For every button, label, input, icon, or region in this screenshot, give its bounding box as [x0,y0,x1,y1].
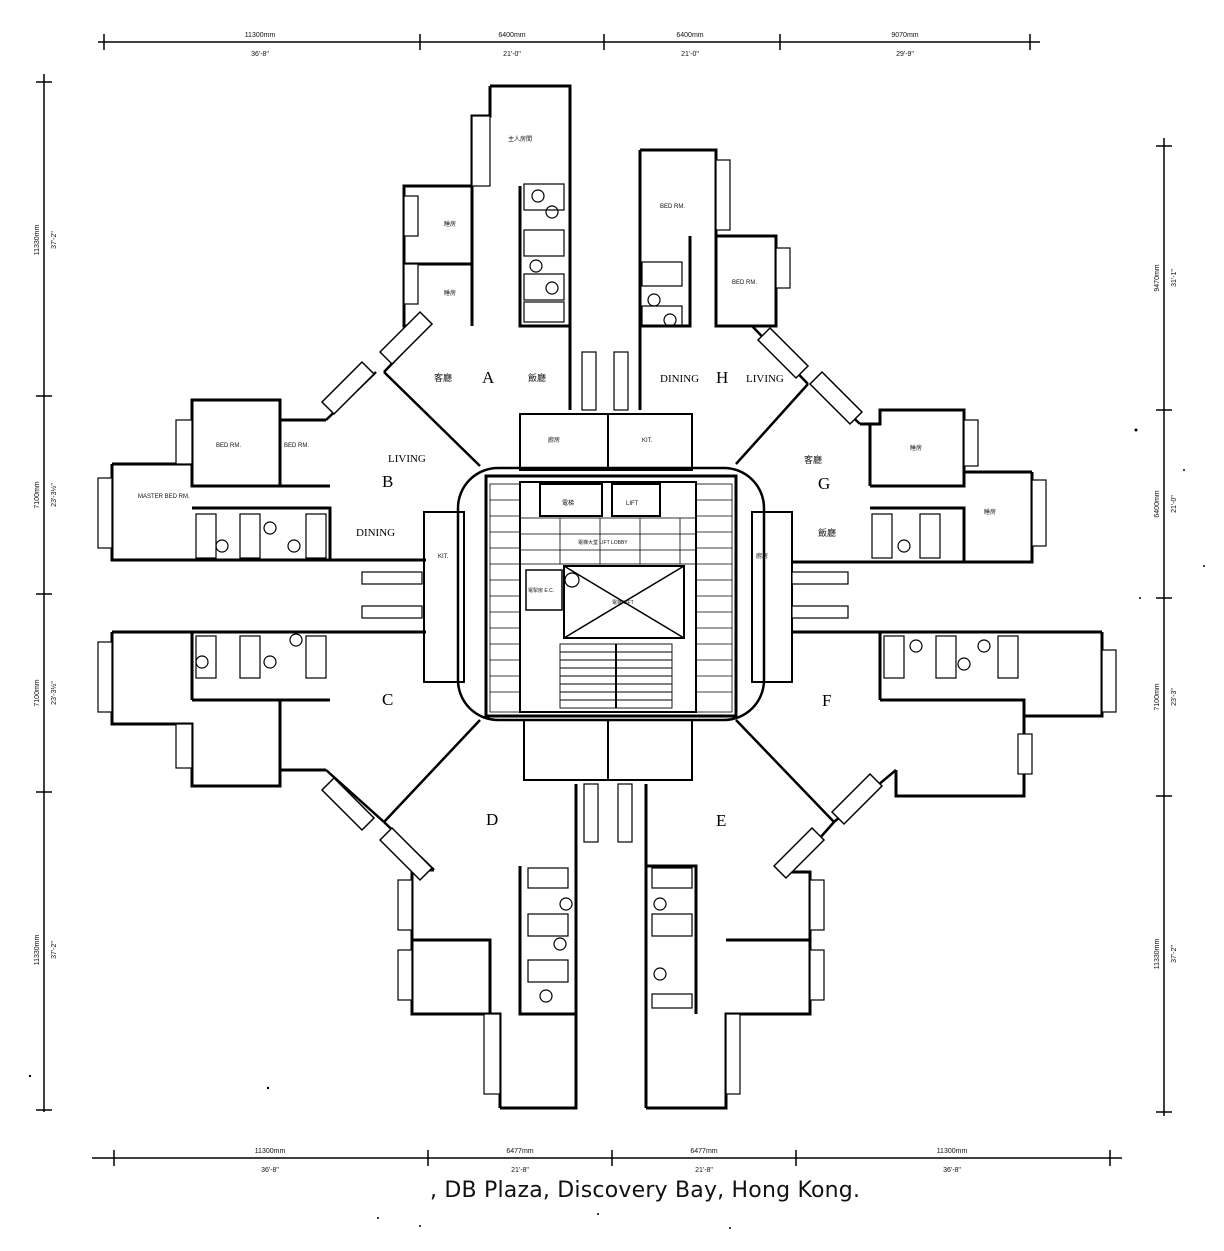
lift-label-1: 電梯 [562,499,574,507]
dim-left-3-mm: 7100mm [34,679,41,706]
room-a-bed-2: 睡房 [444,289,456,297]
room-g-living: 客廳 [804,454,822,465]
dim-right-3-ft: 23'-3" [1171,688,1178,706]
dim-top-2-ft: 21'-0" [503,51,521,58]
room-g-bed-1: 睡房 [910,444,922,452]
dim-left-2-mm: 7100mm [34,481,41,508]
dim-bottom-3-ft: 21'-8" [695,1167,713,1174]
unit-label-e: E [716,811,726,830]
room-a-dining: 飯廳 [528,372,546,383]
dim-left-3-ft: 23'-3½" [50,681,58,705]
dim-top-4-mm: 9070mm [891,32,918,39]
caption-location: , DB Plaza, Discovery Bay, Hong Kong. [430,1178,861,1203]
dim-left-2-ft: 23'-3½" [50,483,58,507]
room-h-living: LIVING [746,373,784,385]
dim-top-3-ft: 21'-0" [681,51,699,58]
dim-right-1-ft: 31'-1" [1171,269,1178,287]
room-a-master-bed: 主人房間 [508,135,532,143]
dim-bottom-1-ft: 36'-8" [261,1167,279,1174]
bay-windows [97,115,1117,1095]
room-a-bed-1: 睡房 [444,220,456,228]
dim-right-2-ft: 21'-0" [1171,495,1178,513]
room-g-dining: 飯廳 [818,527,836,538]
ec-room-label: 電掣房 E.C. [528,587,554,594]
room-h-bed-2: BED RM. [732,280,757,286]
dim-bottom-4-mm: 11300mm [937,1148,968,1155]
light-wells [361,351,849,843]
room-a-kitchen: 廚房 [548,436,560,444]
dim-bottom-2-mm: 6477mm [506,1148,533,1155]
unit-label-a: A [482,368,495,387]
room-a-living: 客廳 [434,372,452,383]
unit-label-f: F [822,691,831,710]
dim-top-1-ft: 36'-8" [251,51,269,58]
dim-bottom-1-mm: 11300mm [255,1148,286,1155]
dim-right-3-mm: 7100mm [1154,683,1161,710]
room-b-living: LIVING [388,453,426,465]
dim-left-1-mm: 11330mm [34,225,41,256]
dim-left-4-ft: 37'-2" [51,941,58,959]
lift-label-2: LIFT [626,501,639,507]
lobby-hatch [489,483,733,713]
dim-bottom-2-ft: 21'-8" [511,1167,529,1174]
dim-top-4-ft: 29'-9" [896,51,914,58]
room-b-dining: DINING [356,527,395,539]
room-h-kitchen: KIT. [642,438,653,444]
unit-label-h: H [716,368,728,387]
room-labels: 主人房間 睡房 睡房 客廳 飯廳 廚房 BED RM. BED RM. DINI… [138,135,996,606]
dimension-texts-left: 11330mm 37'-2" 7100mm 23'-3½" 7100mm 23'… [34,225,58,966]
unit-letters: A H B G C F D E [382,368,831,830]
room-h-bed-1: BED RM. [660,204,685,210]
stairs [559,643,673,709]
room-g-kitchen: 廚房 [756,552,768,560]
unit-label-g: G [818,474,830,493]
unit-label-c: C [382,690,393,709]
dim-top-1-mm: 11300mm [245,32,276,39]
scan-specks [28,428,1205,1229]
dim-top-2-mm: 6400mm [498,32,525,39]
lift-core-label: 電梯 LIFT [612,599,634,606]
dimension-lines [36,34,1172,1166]
dim-left-1-ft: 37'-2" [51,231,58,249]
room-b-bed-1: BED RM. [216,443,241,449]
room-b-bed-2: BED RM. [284,443,309,449]
dim-top-3-mm: 6400mm [676,32,703,39]
dim-right-4-mm: 11330mm [1154,939,1161,970]
dim-right-4-ft: 37'-2" [1171,945,1178,963]
unit-label-d: D [486,810,498,829]
dim-left-4-mm: 11330mm [34,935,41,966]
dimension-texts-bottom: 11300mm 36'-8" 6477mm 21'-8" 6477mm 21'-… [255,1148,968,1174]
room-h-dining: DINING [660,373,699,385]
lift-lobby-label: 電梯大堂 LIFT LOBBY [578,539,628,546]
dim-right-1-mm: 9470mm [1154,264,1161,291]
dim-right-2-mm: 6400mm [1154,490,1161,517]
dimension-texts-top: 11300mm 36'-8" 6400mm 21'-0" 6400mm 21'-… [245,32,919,58]
room-b-master-bed: MASTER BED RM. [138,494,190,500]
room-b-kitchen: KIT. [438,554,449,560]
dim-bottom-3-mm: 6477mm [690,1148,717,1155]
balconies [320,310,884,882]
bath-fixtures [195,183,1019,1009]
dimension-texts-right: 9470mm 31'-1" 6400mm 21'-0" 7100mm 23'-3… [1154,264,1178,969]
unit-label-b: B [382,472,393,491]
dim-bottom-4-ft: 36'-8" [943,1167,961,1174]
room-g-bed-2: 睡房 [984,508,996,516]
central-core [423,413,793,781]
